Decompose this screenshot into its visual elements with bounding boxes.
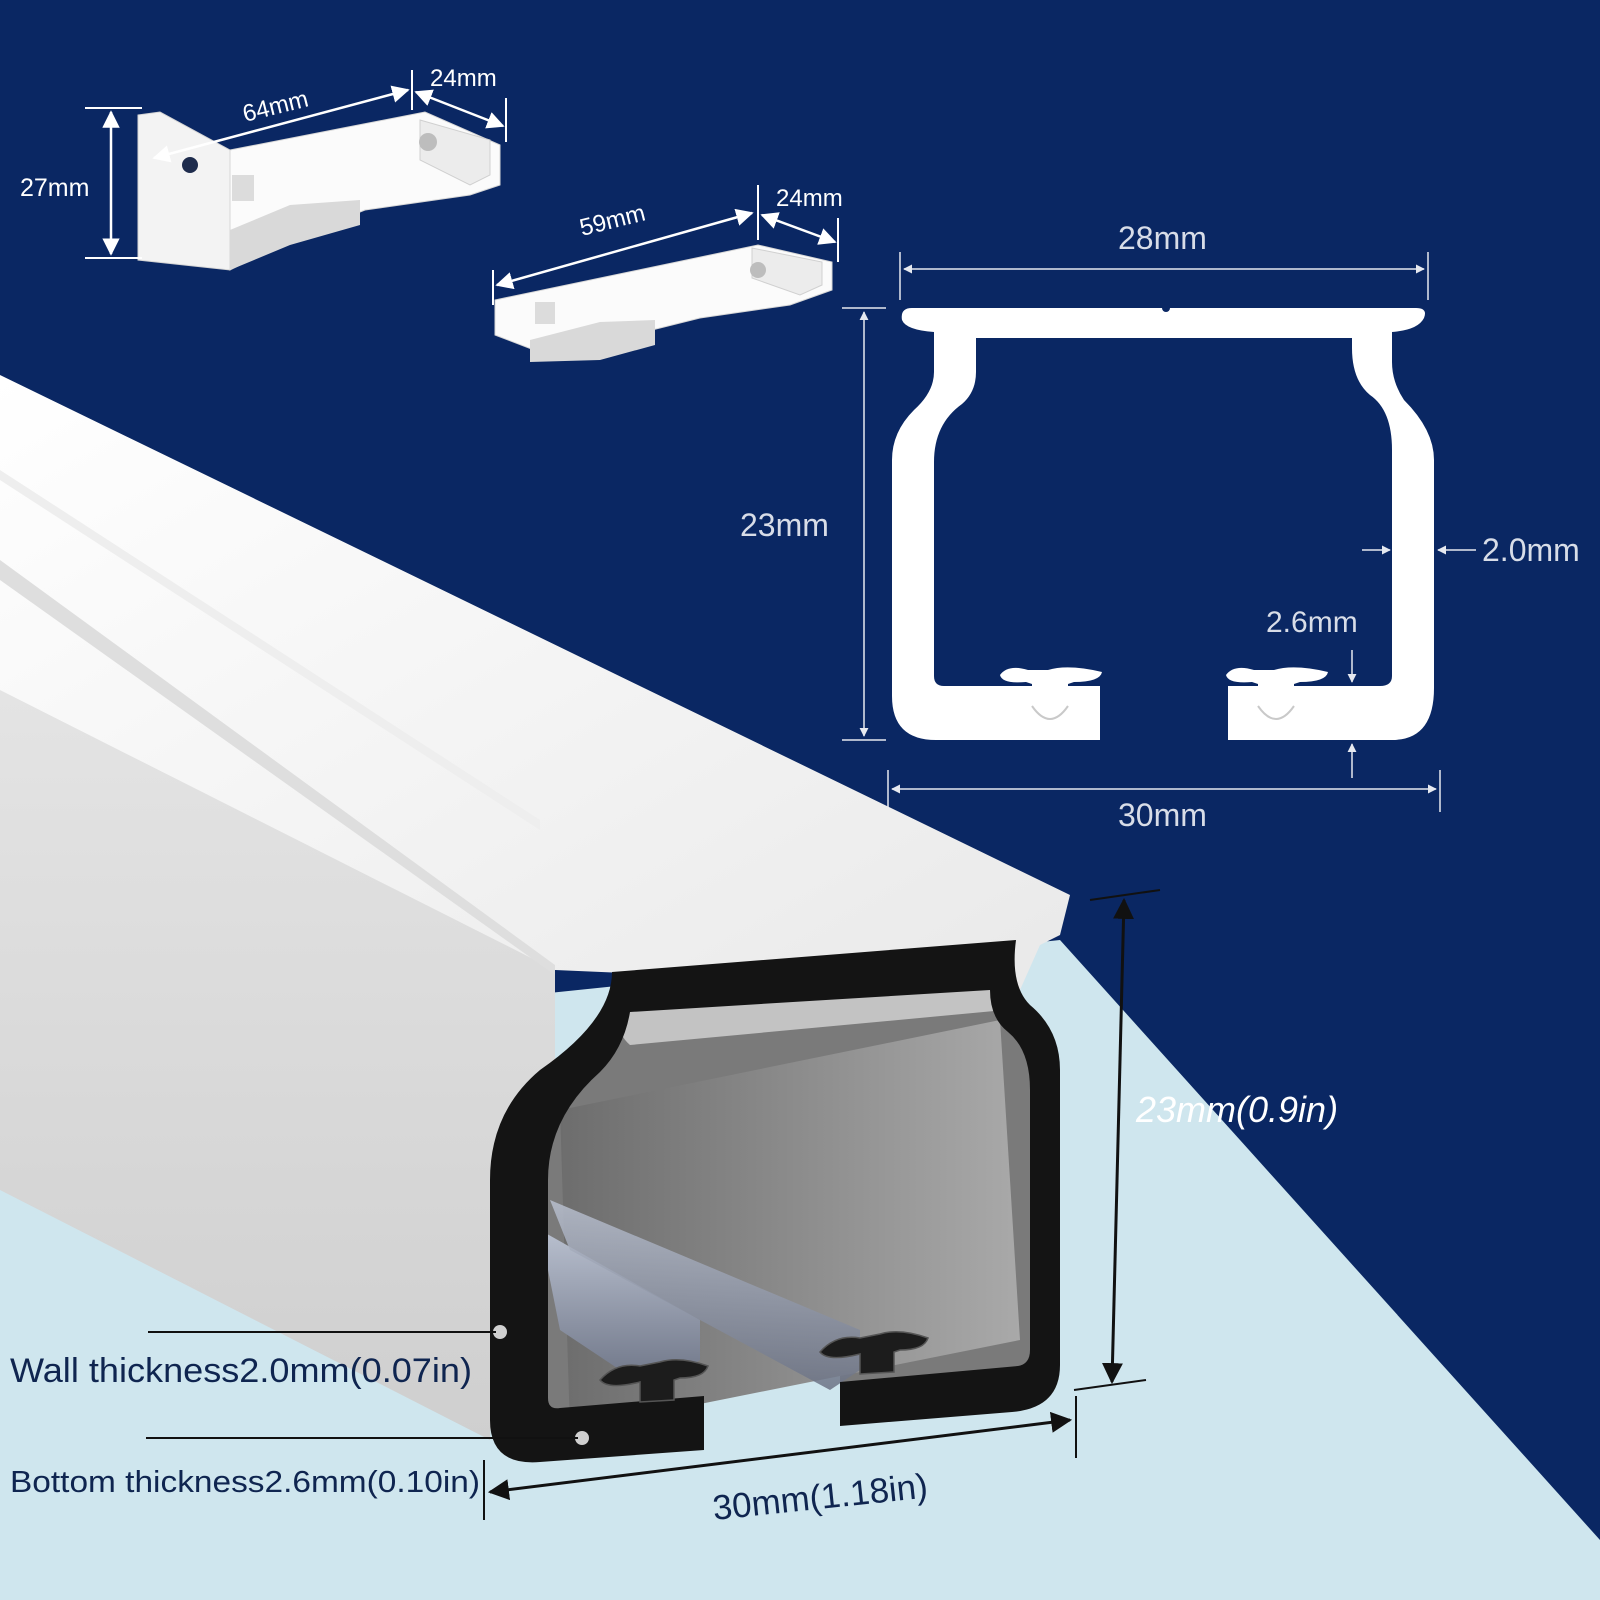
rail-front-face (490, 940, 1060, 1463)
rail-3d-dims (146, 889, 1161, 1520)
profile-center-notch (1162, 304, 1170, 312)
cross-section-dims (842, 252, 1476, 812)
large-bracket-depth-label: 24mm (430, 65, 497, 92)
large-bracket-height-label: 27mm (20, 174, 89, 202)
rail-height-label: 23mm(0.9in) (1135, 1089, 1338, 1130)
profile-height-label: 23mm (740, 507, 829, 543)
bracket-large-dims (85, 70, 507, 259)
profile-bottom-width-label: 30mm (1118, 797, 1207, 833)
profile-right-lip (1226, 667, 1328, 720)
profile-left-lip (1000, 667, 1102, 720)
small-bracket-depth-label: 24mm (776, 185, 843, 212)
profile-top-width-label: 28mm (1118, 220, 1207, 256)
rail-cross-section-profile (892, 308, 1434, 740)
profile-wall-thickness-label: 2.0mm (1482, 532, 1580, 568)
wall-thickness-label: Wall thickness2.0mm(0.07in) (10, 1352, 472, 1390)
profile-bottom-thickness-label: 2.6mm (1266, 606, 1358, 639)
bracket-small-dims (492, 185, 839, 305)
bottom-thickness-label: Bottom thickness2.6mm(0.10in) (10, 1464, 480, 1499)
rail-3d (0, 375, 1070, 1463)
